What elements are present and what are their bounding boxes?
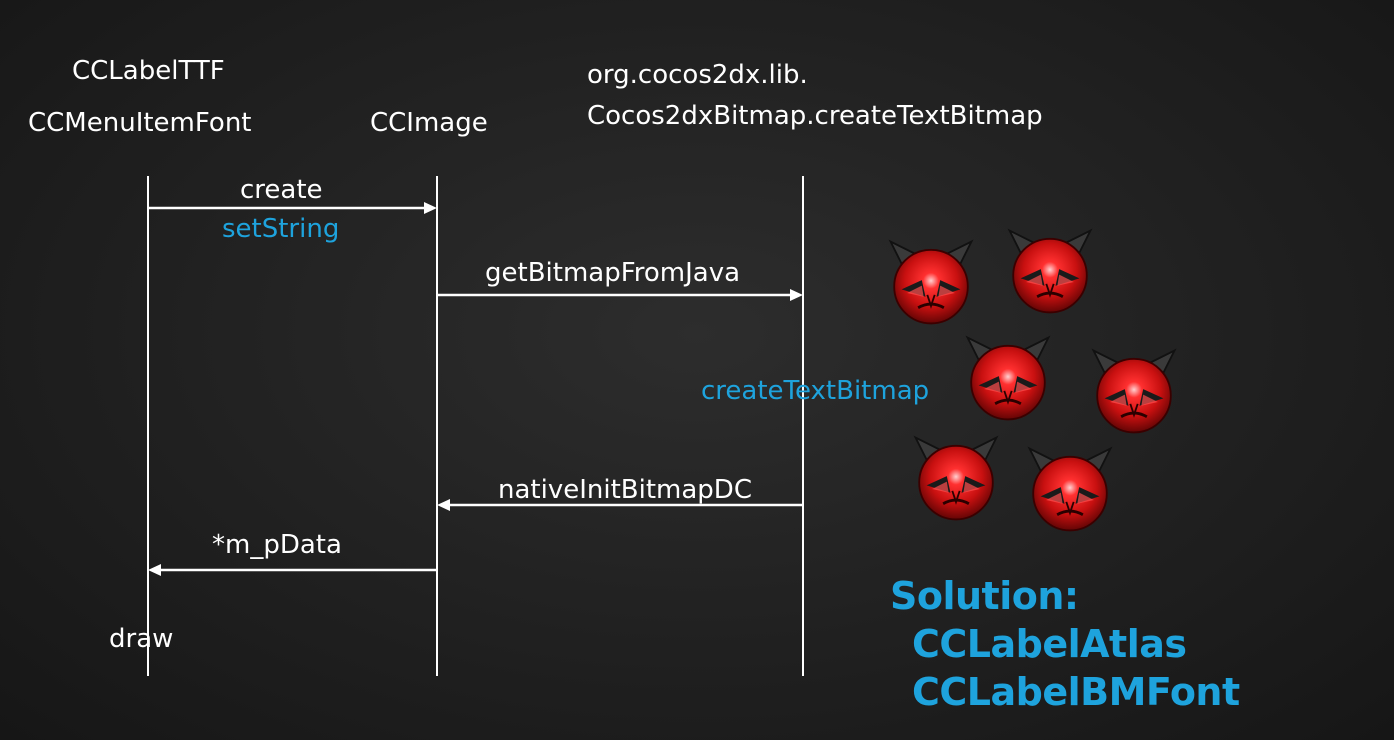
devil-icon — [910, 432, 1002, 524]
devil-icon — [1004, 225, 1096, 317]
devil-icon — [885, 236, 977, 328]
message-m-pdata: *m_pData — [212, 530, 342, 560]
message-create: create — [240, 175, 323, 205]
participant-ccmenuitemfont: CCMenuItemFont — [28, 108, 252, 138]
devil-icon — [1024, 443, 1116, 535]
arrow-get-bitmap — [437, 289, 803, 301]
solution-item-cclabelbmfont: CCLabelBMFont — [912, 670, 1240, 714]
solution-block: Solution: CCLabelAtlas CCLabelBMFont — [890, 572, 1240, 716]
message-create-text-bitmap: createTextBitmap — [701, 376, 930, 406]
message-get-bitmap-from-java: getBitmapFromJava — [485, 258, 741, 288]
participant-ccimage: CCImage — [370, 108, 488, 138]
devil-icon — [962, 332, 1054, 424]
message-set-string: setString — [222, 214, 340, 244]
devil-icon — [1088, 345, 1180, 437]
participant-create-text-bitmap: Cocos2dxBitmap.createTextBitmap — [587, 101, 1043, 131]
arrow-native-init — [437, 499, 803, 511]
label-draw: draw — [109, 624, 174, 654]
solution-item-cclabelatlas: CCLabelAtlas — [912, 622, 1187, 666]
message-arrows — [148, 202, 803, 576]
arrow-create — [148, 202, 437, 214]
participant-cclabelttf: CCLabelTTF — [72, 56, 225, 86]
participant-package: org.cocos2dx.lib. — [587, 60, 808, 90]
message-native-init-bitmap-dc: nativeInitBitmapDC — [498, 475, 752, 505]
arrow-m-pdata — [148, 564, 437, 576]
lifelines — [147, 176, 804, 676]
solution-heading: Solution: — [890, 574, 1079, 618]
